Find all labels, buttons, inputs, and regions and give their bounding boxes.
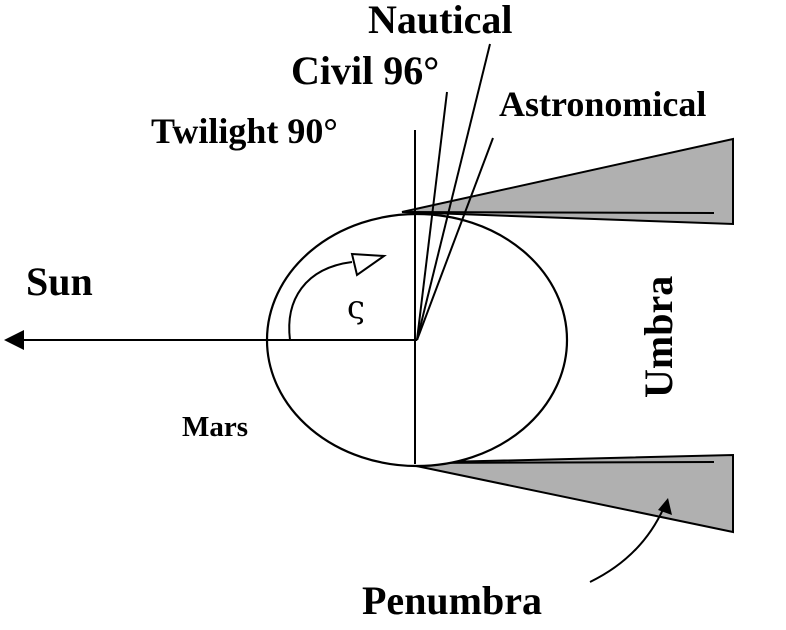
penumbra-upper-inner-line xyxy=(401,211,715,214)
umbra-label: Umbra xyxy=(636,276,681,398)
penumbra-pointer-arrowhead-icon xyxy=(658,498,672,515)
nautical-ray xyxy=(416,43,491,341)
astronomical-label: Astronomical xyxy=(499,84,706,124)
nautical-label: Nautical xyxy=(368,0,512,42)
civil-ray xyxy=(416,91,448,341)
twilight-label: Twilight 90° xyxy=(151,111,338,151)
penumbra-upper-wedge xyxy=(401,137,734,226)
zeta-symbol: ς xyxy=(347,288,365,326)
penumbra-lower-wedge xyxy=(401,453,734,534)
penumbra-label: Penumbra xyxy=(362,578,542,623)
astronomical-ray xyxy=(416,137,494,341)
sun-label: Sun xyxy=(26,259,93,304)
civil-label: Civil 96° xyxy=(291,48,439,93)
zeta-angle-arc xyxy=(288,261,353,341)
zeta-arc-arrowhead-icon xyxy=(350,252,387,277)
mars-label: Mars xyxy=(182,411,248,443)
penumbra-pointer-line xyxy=(589,504,666,583)
